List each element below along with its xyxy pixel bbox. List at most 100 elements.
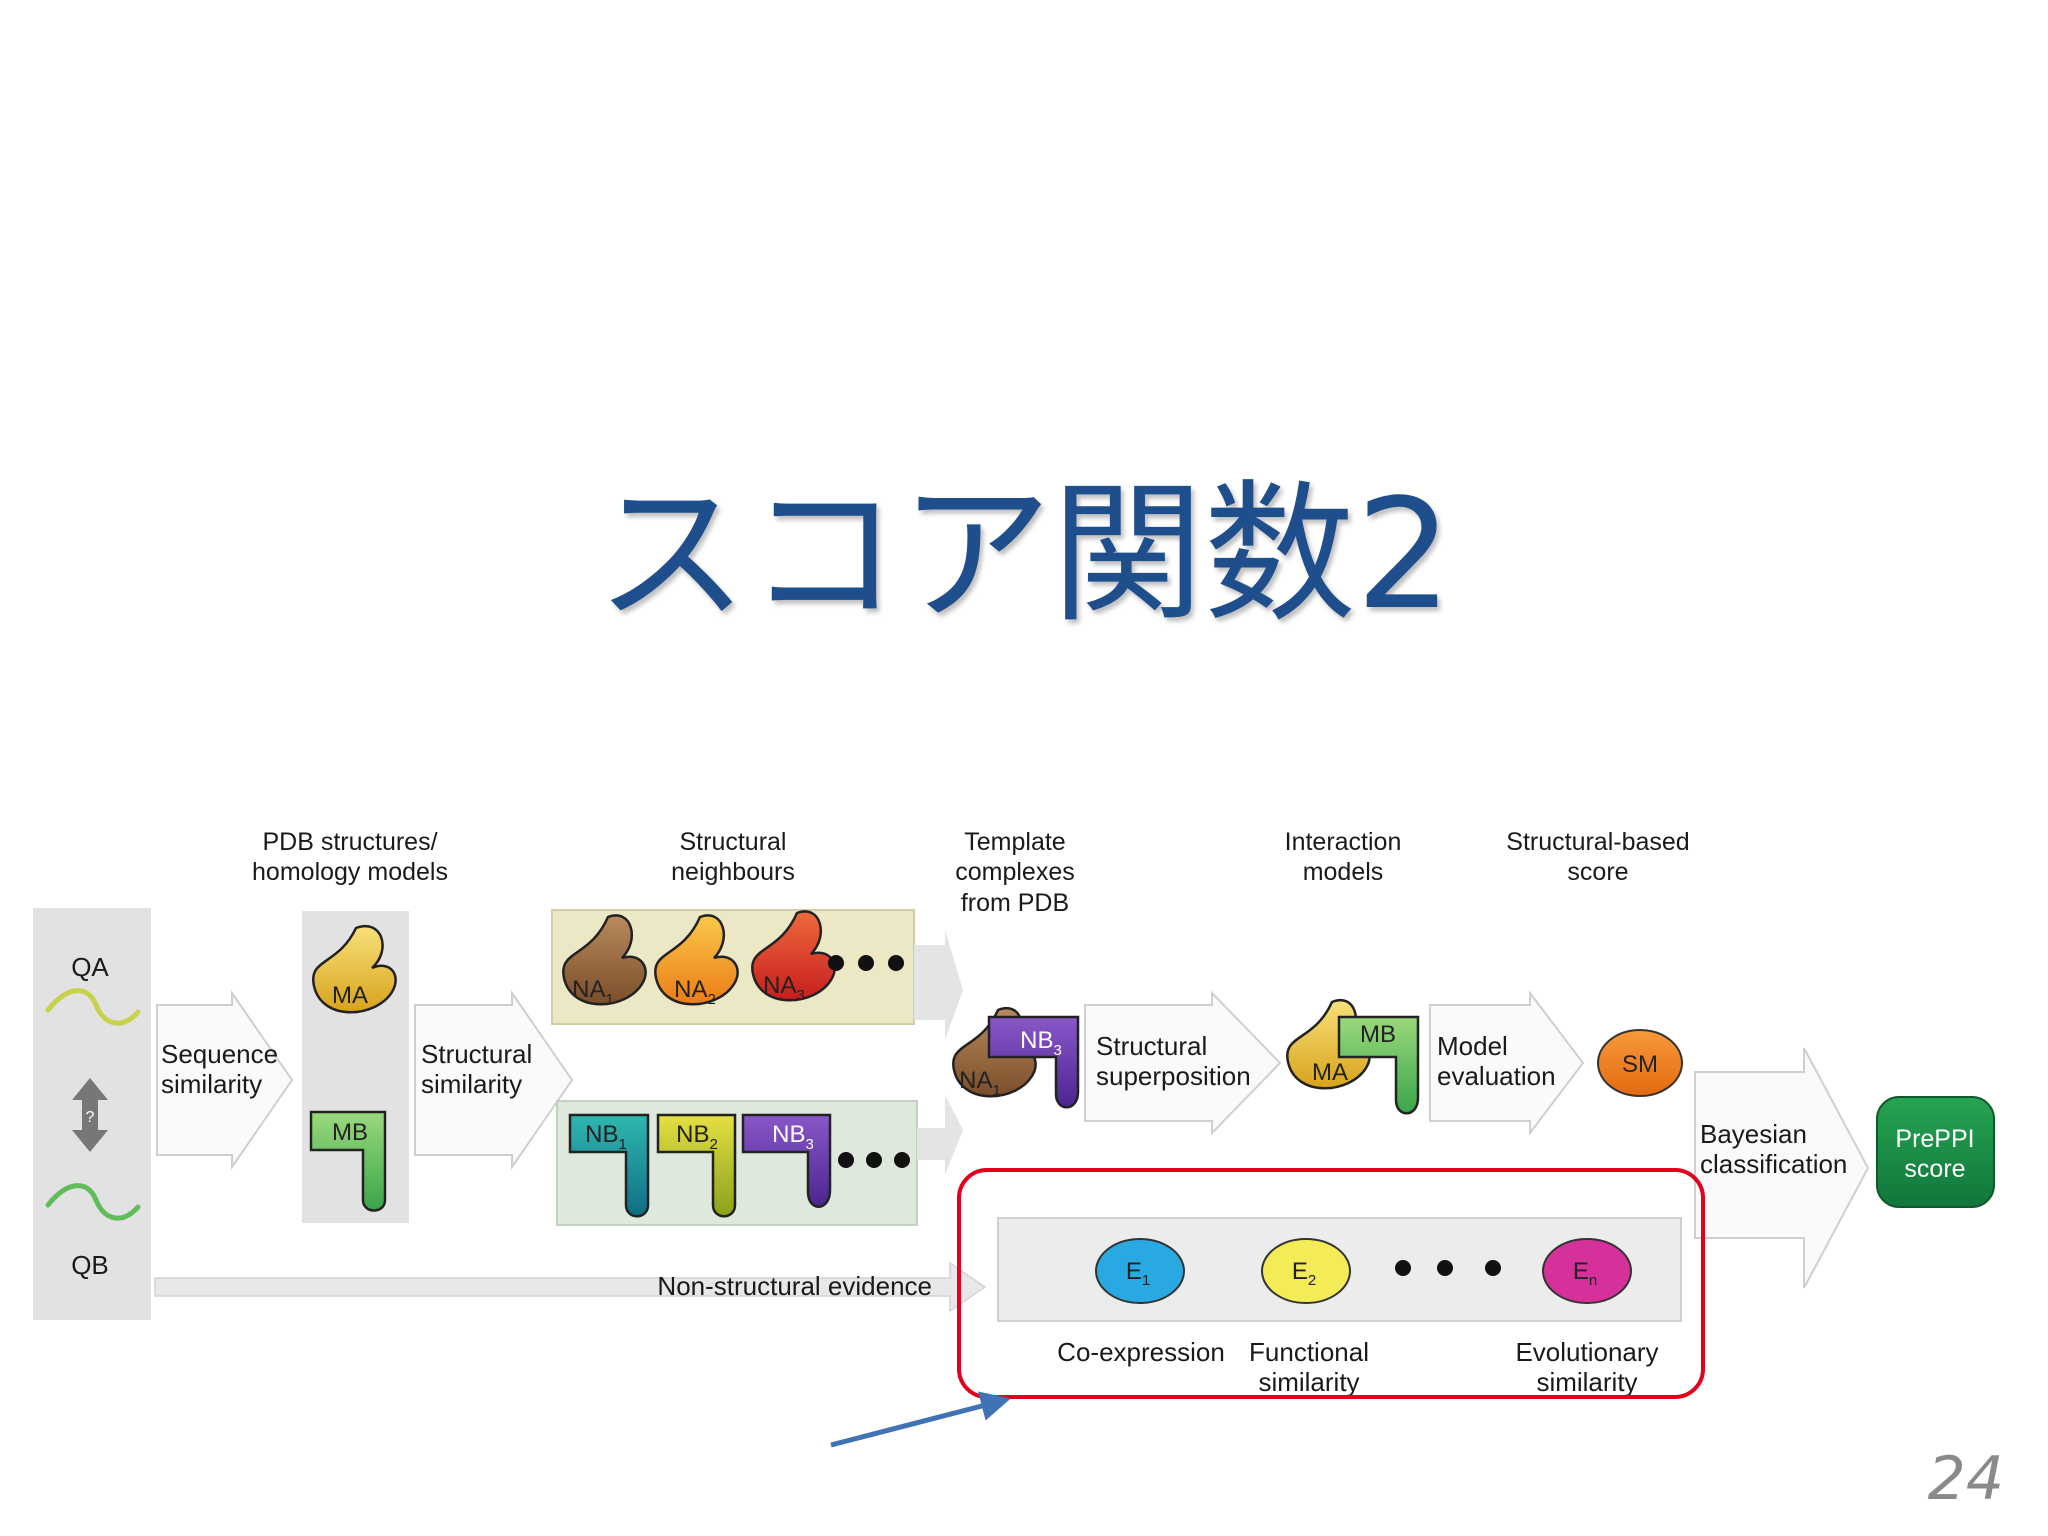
na1-body: [562, 914, 647, 1006]
model-ma-body: [311, 924, 397, 1014]
header-structural-score: Structural-based score: [1506, 828, 1689, 886]
interaction-mb-label: MB: [1360, 1021, 1396, 1048]
structural-arrow-shape: [414, 989, 574, 1171]
ellipsis-dots-a: [828, 955, 904, 971]
dot: [894, 1152, 910, 1168]
header-template-complexes: Template complexes from PDB: [955, 828, 1075, 917]
nb1-label: NB1: [585, 1121, 627, 1153]
preppi-score-box: [1876, 1096, 1995, 1208]
dot: [1395, 1260, 1411, 1276]
sequence-arrow-line1: Sequence: [161, 1039, 278, 1069]
dot: [858, 955, 874, 971]
template-na1-base: NA: [959, 1067, 992, 1094]
bayesian-arrow-line1: Bayesian: [1700, 1119, 1807, 1149]
header-score-line1: Structural-based: [1506, 828, 1689, 856]
interaction-mb-shape: MB: [1337, 1015, 1420, 1115]
en-base: E: [1573, 1258, 1589, 1285]
evidence-e1: E1: [1095, 1238, 1185, 1304]
nonstructural-arrow-shape: [154, 1261, 987, 1313]
template-na1-sub: 1: [993, 1082, 1001, 1099]
dot: [888, 955, 904, 971]
header-neighbours-line1: Structural: [680, 828, 787, 856]
en-ellipse: [1542, 1238, 1632, 1304]
e1-ellipse: [1095, 1238, 1185, 1304]
dot: [1485, 1260, 1501, 1276]
nb3-base: NB: [772, 1121, 805, 1148]
interaction-model: MA MB: [1286, 998, 1420, 1115]
e1-base: E: [1126, 1258, 1142, 1285]
nb3-body: [741, 1113, 832, 1208]
na1-sub: 1: [606, 991, 614, 1008]
e1-sub: 1: [1142, 1272, 1150, 1289]
header-pdb-structures: PDB structures/ homology models: [252, 828, 448, 886]
neighbours-a-arrow-shape: [914, 930, 963, 1040]
neighbour-na2-shape: NA2: [654, 914, 739, 1008]
preppi-label-line2: score: [1904, 1155, 1965, 1183]
nonstructural-arrow-label: Non-structural evidence: [657, 1271, 932, 1301]
page-number: 24: [1927, 1444, 2004, 1514]
na2-body: [654, 914, 739, 1006]
interaction-ma-label: MA: [1312, 1059, 1348, 1086]
header-interaction-line1: Interaction: [1285, 828, 1402, 856]
sm-ellipse: [1597, 1029, 1683, 1097]
dot: [1437, 1260, 1453, 1276]
query-b-label: QB: [71, 1250, 109, 1280]
template-complex: NA1 NB3: [952, 1006, 1080, 1109]
slide-title: スコア関数2: [595, 466, 1453, 643]
evidence-en: En: [1542, 1238, 1632, 1304]
preppi-score-node: PrePPI score: [1876, 1096, 1995, 1208]
nb2-body: [656, 1113, 737, 1218]
dot: [828, 955, 844, 971]
header-templates-line2: complexes: [955, 858, 1075, 886]
sequence-arrow-shape: [156, 989, 294, 1171]
en-sub: n: [1589, 1272, 1597, 1289]
model-evaluation-arrow: Model evaluation: [1429, 990, 1585, 1136]
highlight-box: [957, 1168, 1705, 1399]
double-arrow-shape: [72, 1078, 108, 1152]
neighbour-na3-shape: NA3: [751, 910, 836, 1004]
header-neighbours-line2: neighbours: [671, 858, 795, 886]
sm-label: SM: [1622, 1051, 1658, 1078]
nb3-sub: 3: [806, 1136, 814, 1153]
preppi-label-line1: PrePPI: [1895, 1125, 1974, 1153]
model-mb-shape: MB: [309, 1110, 387, 1212]
nb2-label: NB2: [676, 1121, 718, 1153]
header-score-line2: score: [1567, 858, 1628, 886]
bayesian-arrow-line2: classification: [1700, 1149, 1847, 1179]
sequence-arrow-line2: similarity: [161, 1069, 262, 1099]
structural-arrow-line2: similarity: [421, 1069, 522, 1099]
header-pdb-line2: homology models: [252, 858, 448, 886]
question-mark-label: ?: [86, 1109, 95, 1126]
template-nb3-body: [987, 1015, 1080, 1109]
bayesian-arrow-shape: [1694, 1047, 1870, 1289]
query-a-label: QA: [71, 952, 109, 982]
interaction-mb-body: [1337, 1015, 1420, 1115]
template-na1-label: NA1: [959, 1067, 1001, 1099]
evaluation-arrow-line1: Model: [1437, 1031, 1508, 1061]
query-b-sequence-icon: [45, 1183, 141, 1221]
header-templates-line1: Template: [964, 828, 1065, 856]
model-ma-label: MA: [332, 982, 368, 1009]
evidence-label-evolutionary-line1: Evolutionary: [1515, 1337, 1658, 1367]
template-nb3-shape: NB3: [987, 1015, 1080, 1109]
na3-base: NA: [763, 972, 796, 999]
dot: [866, 1152, 882, 1168]
evidence-label-evolutionary-line2: similarity: [1536, 1367, 1637, 1397]
en-label: En: [1573, 1258, 1597, 1289]
neighbours-b-arrow-shape: [917, 1095, 963, 1175]
superposition-arrow-line1: Structural: [1096, 1031, 1207, 1061]
query-a-sequence-icon: [45, 988, 141, 1026]
template-nb3-label: NB3: [1020, 1027, 1062, 1059]
evaluation-arrow-shape: [1429, 990, 1585, 1136]
bayesian-arrow: Bayesian classification: [1694, 1047, 1870, 1289]
template-nb3-sub: 3: [1054, 1042, 1062, 1059]
na3-body: [751, 910, 836, 1002]
sm-node: SM: [1597, 1029, 1683, 1097]
dot: [838, 1152, 854, 1168]
header-interaction-models: Interaction models: [1285, 828, 1402, 886]
nb1-base: NB: [585, 1121, 618, 1148]
header-interaction-line2: models: [1303, 858, 1384, 886]
structural-arrow-line1: Structural: [421, 1039, 532, 1069]
nb1-sub: 1: [619, 1136, 627, 1153]
